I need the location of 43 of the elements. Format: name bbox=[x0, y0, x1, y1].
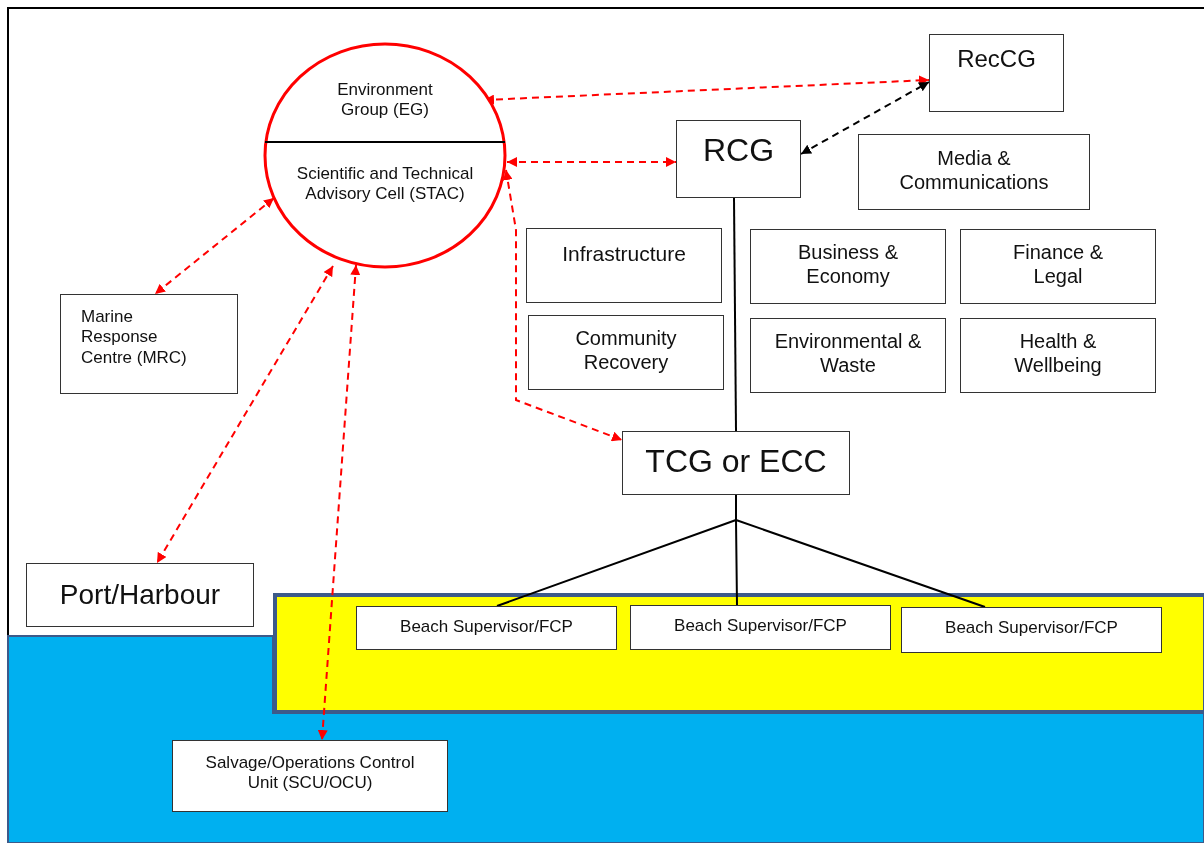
group-box bbox=[960, 229, 1156, 304]
box-label: Port/Harbour bbox=[58, 578, 222, 612]
arrow bbox=[506, 157, 677, 167]
box-label: Beach Supervisor/FCP bbox=[944, 618, 1119, 639]
group-box bbox=[858, 134, 1090, 210]
arrow bbox=[800, 81, 930, 155]
group-box bbox=[676, 120, 801, 198]
box-label: Business & Economy bbox=[796, 240, 900, 288]
box-label: Marine Response Centre (MRC) bbox=[81, 307, 187, 369]
box-label: Media & Communications bbox=[898, 146, 1050, 194]
box-label: Environmental & Waste bbox=[773, 329, 923, 377]
connector-line bbox=[735, 494, 986, 608]
group-box bbox=[929, 34, 1064, 112]
box-label: Community Recovery bbox=[574, 326, 678, 374]
group-box bbox=[960, 318, 1156, 393]
group-box bbox=[356, 606, 617, 650]
group-box bbox=[26, 563, 254, 627]
box-label: TCG or ECC bbox=[644, 442, 828, 481]
connector-line bbox=[733, 197, 737, 432]
box-label: Finance & Legal bbox=[1011, 240, 1105, 288]
box-label: Beach Supervisor/FCP bbox=[673, 616, 848, 637]
cell-heading: Scientific and Technical Advisory Cell (STAC) bbox=[295, 164, 475, 205]
group-box bbox=[901, 607, 1162, 653]
group-ellipse bbox=[263, 42, 507, 269]
box-label: Beach Supervisor/FCP bbox=[399, 617, 574, 638]
group-heading: Environment Group (EG) bbox=[336, 80, 434, 121]
group-box bbox=[526, 228, 722, 303]
box-label: RCG bbox=[701, 131, 776, 170]
group-box bbox=[750, 318, 946, 393]
arrow bbox=[156, 265, 334, 564]
group-box bbox=[630, 605, 891, 650]
box-label: Salvage/Operations Control Unit (SCU/OCU) bbox=[204, 753, 416, 794]
group-box bbox=[60, 294, 238, 394]
group-box bbox=[622, 431, 850, 495]
box-label: RecCG bbox=[956, 45, 1037, 74]
group-box bbox=[750, 229, 946, 304]
box-label: Infrastructure bbox=[561, 241, 687, 267]
arrow bbox=[154, 197, 275, 295]
box-label: Health & Wellbeing bbox=[1013, 329, 1103, 377]
arrow bbox=[502, 169, 623, 442]
group-box bbox=[172, 740, 448, 812]
group-box bbox=[528, 315, 724, 390]
arrow bbox=[317, 264, 361, 741]
